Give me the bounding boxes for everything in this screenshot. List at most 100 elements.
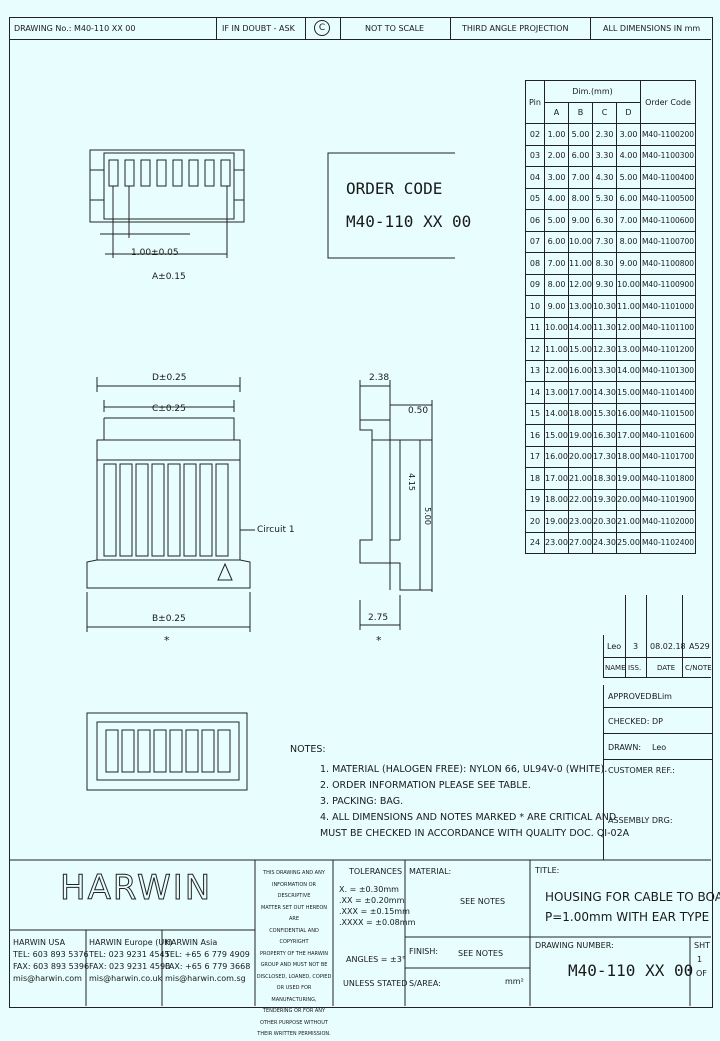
- customer-ref-label: CUSTOMER REF.:: [608, 766, 675, 775]
- disclaimer-line: TENDERING OR FOR ANY: [262, 1008, 326, 1014]
- finish-label: FINISH:: [409, 947, 439, 956]
- dim-cell: 17.30: [592, 445, 617, 468]
- order-code-cell: M40-1101900: [640, 488, 696, 511]
- order-code-cell: M40-1102000: [640, 510, 696, 533]
- dim-cell: 10.00: [616, 273, 641, 296]
- dim-cell: 3.30: [592, 144, 617, 167]
- office-uk-fax: FAX: 023 9231 4590: [89, 962, 171, 971]
- order-code-value: M40-110 XX 00: [346, 212, 472, 231]
- office-asia: HARWIN Asia TEL: +65 6 779 4909 FAX: +65…: [165, 937, 250, 985]
- pin-cell: 18: [525, 467, 545, 490]
- drawn-label: DRAWN:: [608, 743, 642, 752]
- approved-value: BLim: [652, 692, 672, 701]
- order-code-cell: M40-1101700: [640, 445, 696, 468]
- dim-cell: 3.00: [616, 123, 641, 146]
- dim-cell: 24.30: [592, 531, 617, 554]
- order-code-cell: M40-1101200: [640, 338, 696, 361]
- dim-cell: 12.00: [568, 273, 593, 296]
- dim-cell: 18.30: [592, 467, 617, 490]
- dim-cell: 5.00: [616, 166, 641, 189]
- order-code-cell: M40-1101800: [640, 467, 696, 490]
- pin-cell: 07: [525, 230, 545, 253]
- dim-cell: 16.00: [616, 402, 641, 425]
- dim-h1: 2.38: [369, 373, 390, 383]
- dim-cell: 19.00: [544, 510, 569, 533]
- note-3: 3. PACKING: BAG.: [320, 796, 404, 807]
- title-label: TITLE:: [535, 866, 560, 875]
- dim-header: Dim.(mm): [544, 80, 641, 103]
- dim-h4: 5.00: [422, 507, 432, 525]
- technical-drawing: [9, 149, 711, 1006]
- drawing-number-label: DRAWING NUMBER:: [535, 941, 614, 950]
- harwin-logo: HARWIN: [59, 868, 213, 909]
- office-asia-fax: FAX: +65 6 779 3668: [165, 962, 251, 971]
- material-value: SEE NOTES: [460, 897, 506, 906]
- office-usa-name: HARWIN USA: [13, 938, 66, 947]
- header-strip: [9, 17, 711, 40]
- dim-c: C±0.25: [152, 404, 186, 414]
- pin-cell: 14: [525, 381, 545, 404]
- tolerances-title: TOLERANCES: [349, 867, 403, 876]
- pin-cell: 15: [525, 402, 545, 425]
- pin-cell: 24: [525, 531, 545, 554]
- dim-cell: 13.30: [592, 359, 617, 382]
- dim-cell: 16.00: [568, 359, 593, 382]
- copyright-icon: C: [314, 20, 330, 36]
- dim-cell: 9.00: [544, 295, 569, 318]
- dim-cell: 6.00: [544, 230, 569, 253]
- note-2: 2. ORDER INFORMATION PLEASE SEE TABLE.: [320, 780, 531, 791]
- rev-iss: 3: [633, 642, 639, 651]
- col-b: B: [568, 101, 593, 124]
- rev-cnote: A529: [689, 642, 710, 651]
- order-code-cell: M40-1100300: [640, 144, 696, 167]
- dim-cell: 5.00: [544, 209, 569, 232]
- dim-cell: 10.30: [592, 295, 617, 318]
- dim-cell: 27.00: [568, 531, 593, 554]
- office-asia-name: HARWIN Asia: [165, 938, 218, 947]
- disclaimer-line: DISCLOSED, LOANED, COPIED: [256, 973, 332, 980]
- dim-cell: 17.00: [568, 381, 593, 404]
- order-code-cell: M40-1100900: [640, 273, 696, 296]
- disclaimer-line: MATTER SET OUT HEREON ARE: [260, 904, 328, 923]
- disclaimer-line: GROUP AND MUST NOT BE: [260, 962, 328, 968]
- title-line1: HOUSING FOR CABLE TO BOARD: [545, 890, 720, 904]
- pin-cell: 12: [525, 338, 545, 361]
- office-usa-email: mis@harwin.com: [13, 974, 82, 983]
- order-code-cell: M40-1101500: [640, 402, 696, 425]
- disclaimer-line: THEIR WRITTEN PERMISSION.: [257, 1031, 331, 1037]
- dim-cell: 14.00: [544, 402, 569, 425]
- sarea-label: S/AREA:: [409, 979, 441, 988]
- dim-h5: 2.75: [368, 613, 389, 623]
- of-label: OF: [696, 969, 707, 978]
- dim-cell: 22.00: [568, 488, 593, 511]
- approvals-block: APPROVED: BLim CHECKED: DP DRAWN: Leo CU…: [603, 685, 712, 860]
- dim-cell: 19.30: [592, 488, 617, 511]
- dim-cell: 10.00: [568, 230, 593, 253]
- order-header: Order Code: [640, 80, 696, 124]
- order-code-cell: M40-1100400: [640, 166, 696, 189]
- order-code-cell: M40-1101300: [640, 359, 696, 382]
- rev-date: 08.02.18: [650, 642, 686, 651]
- pin-cell: 02: [525, 123, 545, 146]
- dim-b: B±0.25: [152, 614, 186, 624]
- pin-cell: 08: [525, 252, 545, 275]
- dim-cell: 18.00: [568, 402, 593, 425]
- title-line2: P=1.00mm WITH EAR TYPE: [545, 910, 710, 924]
- checked-label: CHECKED:: [608, 717, 650, 726]
- units: ALL DIMENSIONS IN mm: [603, 24, 701, 33]
- order-code-cell: M40-1102400: [640, 531, 696, 554]
- dim-cell: 2.00: [544, 144, 569, 167]
